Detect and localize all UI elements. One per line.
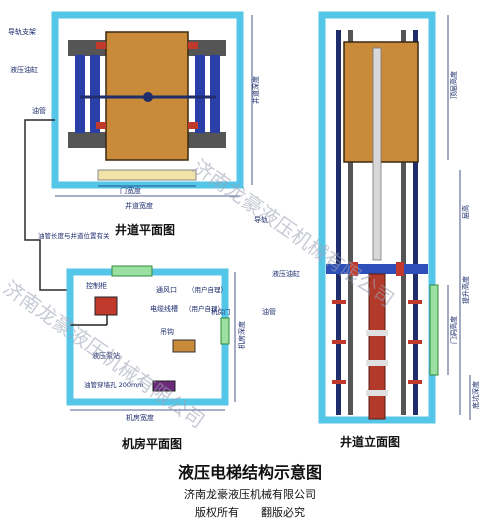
oil-pipe-route	[24, 119, 70, 291]
rail-clamp	[332, 380, 346, 384]
rail-clamp	[332, 340, 346, 344]
label-hook: 吊钩	[160, 327, 174, 336]
control-cabinet	[94, 296, 118, 316]
pump-station	[152, 380, 176, 392]
label-pump-station: 液压泵站	[92, 351, 120, 360]
label-floor-height: 层高	[461, 205, 470, 219]
label-elev-oil-pipe: 油管	[262, 307, 276, 316]
machine-room-view: 通风口 （用户自理） 电缆线槽 （用户自理） 控制柜 吊钩 液压泵站 油管穿墙孔…	[66, 265, 246, 451]
label-pipe-note: 油管长度与井道位置有关	[38, 231, 110, 240]
label-vent: 通风口	[156, 285, 177, 294]
rail-clamp	[408, 340, 422, 344]
label-top-height: 顶层高度	[449, 71, 458, 99]
label-room-width: 机房宽度	[126, 413, 154, 422]
shaft-elevation-title: 井道立面图	[340, 434, 400, 449]
label-note-b: （用户自理）	[185, 304, 224, 313]
cylinder-band	[366, 330, 388, 336]
copyright-notice: 版权所有 翻版必究	[195, 505, 305, 519]
cylinder-plunger	[372, 47, 382, 261]
guide-rail	[336, 30, 341, 415]
label-note-a: （用户自理）	[188, 285, 227, 294]
cylinder-band	[366, 360, 388, 366]
shaft-plan-view: 导轨支架 液压油缸 油管 门宽度 井道宽度 井道深度 油管长度与井道位置有关 井…	[8, 11, 260, 291]
machine-room-door	[220, 317, 230, 345]
label-guide-rail: 导轨	[254, 215, 268, 224]
rail-clamp	[332, 300, 346, 304]
machine-room-wall	[66, 268, 229, 406]
label-rail-bracket: 导轨支架	[8, 27, 36, 36]
guide-rail	[401, 30, 406, 415]
cylinder-band	[366, 390, 388, 396]
cylinder-marker	[96, 122, 106, 129]
label-door-width: 门宽度	[120, 186, 141, 195]
label-travel-height: 提升高度	[461, 276, 470, 304]
label-oil-pipe: 油管	[32, 106, 46, 115]
guide-rail-right-a	[195, 55, 205, 133]
hook-block	[172, 339, 196, 353]
label-pipe-hole: 油管穿墙孔 200mm	[84, 380, 144, 389]
label-control-cabinet: 控制柜	[86, 281, 107, 290]
guide-rail	[413, 30, 418, 415]
guide-rail-left-a	[75, 55, 85, 133]
guide-rail-right-b	[210, 55, 220, 133]
label-room-door: 机房门	[211, 307, 231, 316]
cylinder-marker	[96, 42, 106, 49]
rail-bracket-left-bottom	[68, 132, 106, 148]
cylinder-center	[143, 92, 153, 102]
label-room-depth: 机房深度	[237, 321, 246, 349]
guide-rail-left-b	[90, 55, 100, 133]
footer: 液压电梯结构示意图 济南龙豪液压机械有限公司 版权所有 翻版必究	[178, 463, 322, 519]
cylinder-marker	[188, 122, 198, 129]
cylinder-marker	[188, 42, 198, 49]
door-sill	[97, 169, 197, 181]
label-elev-cylinder: 液压油缸	[272, 269, 300, 278]
label-wiring: 电缆线槽	[150, 304, 178, 313]
label-shaft-depth: 井道深度	[251, 76, 260, 104]
landing-door	[429, 284, 439, 376]
guide-rail	[348, 30, 353, 415]
label-shaft-width: 井道宽度	[125, 201, 153, 210]
rail-bracket-right-bottom	[188, 132, 226, 148]
vent-opening	[111, 265, 153, 277]
label-pit-depth: 底坑深度	[471, 381, 480, 409]
company-name: 济南龙豪液压机械有限公司	[184, 487, 316, 501]
diagram-title: 液压电梯结构示意图	[178, 463, 322, 482]
crossbeam-clamp	[350, 262, 358, 276]
rail-clamp	[408, 380, 422, 384]
shaft-elevation-view: 顶层高度 导轨 液压油缸 油管 门洞高度 提升高度 底坑深度 层高 井道立面图	[254, 11, 480, 449]
machine-room-title: 机房平面图	[122, 436, 182, 451]
label-door-height: 门洞高度	[449, 316, 458, 344]
cylinder-crossbeam	[326, 264, 428, 274]
crossbeam-clamp	[396, 262, 404, 276]
rail-clamp	[408, 300, 422, 304]
label-cylinder: 液压油缸	[10, 65, 38, 74]
shaft-plan-title: 井道平面图	[115, 222, 175, 237]
hydraulic-cylinder	[368, 273, 386, 420]
